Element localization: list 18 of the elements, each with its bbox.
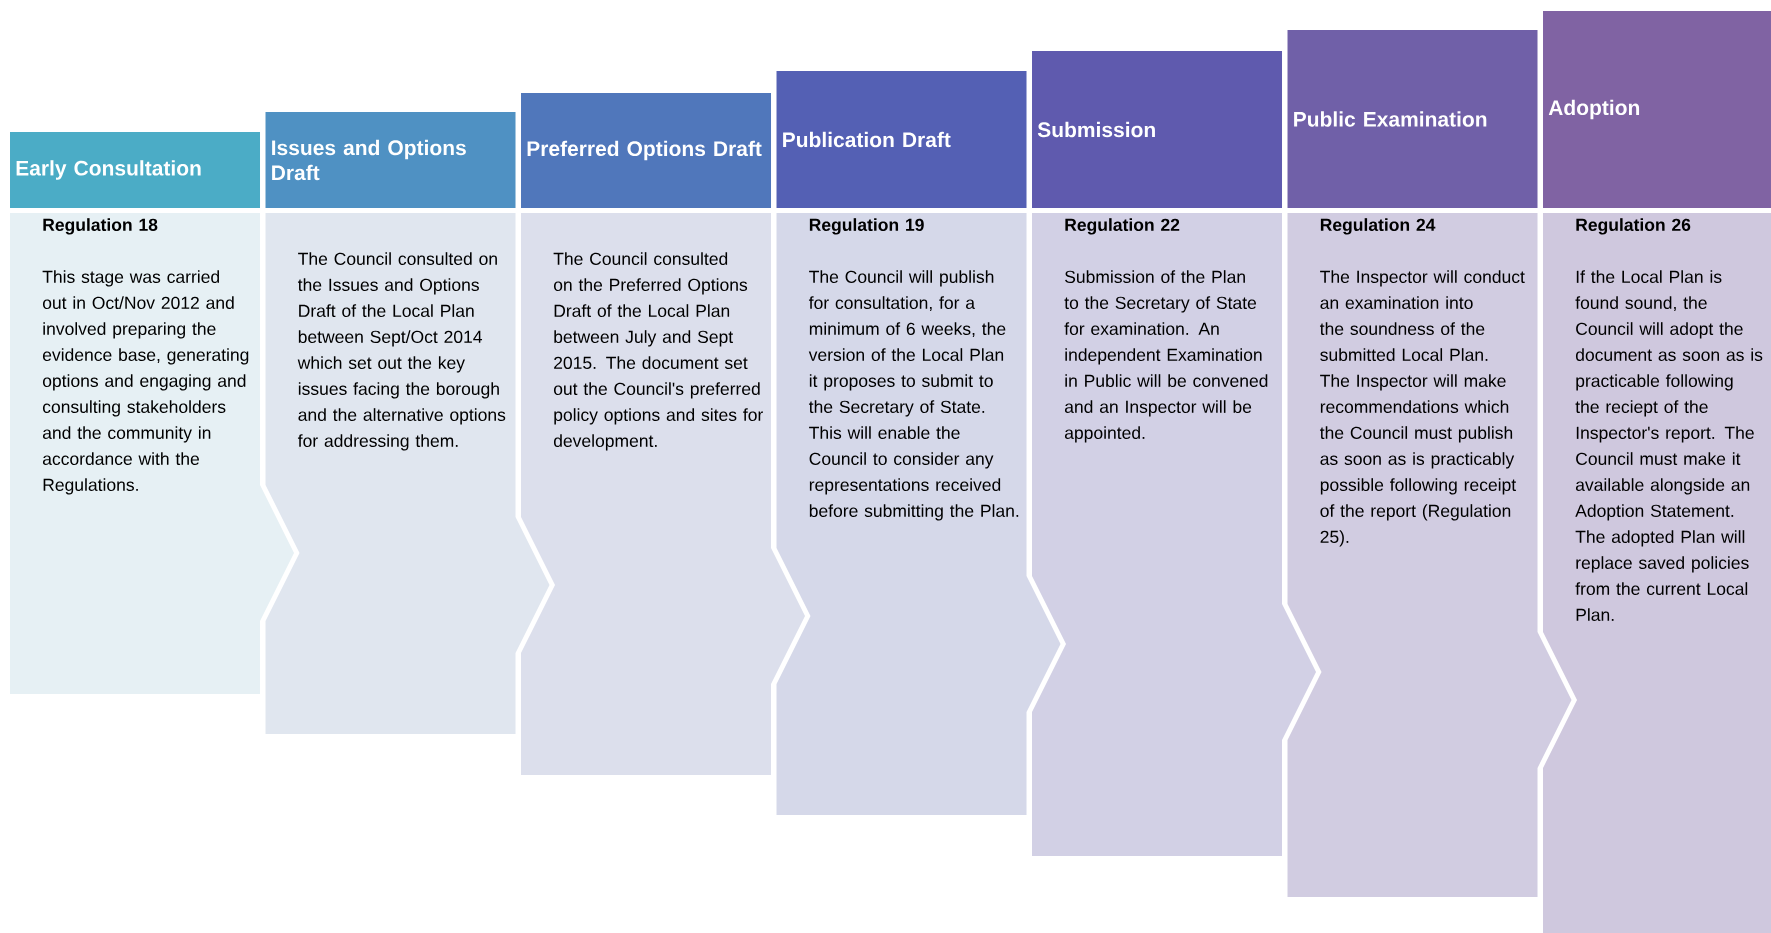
node-label: Submission of the Plan to the Secretary of State for examination. An independent Examination in Public will be convened and an Inspector will be appointed. <box>1064 270 1268 443</box>
chevron-box: The Council consulted on the Preferred Options Draft of the Local Plan between July and Sept 2015. The document set out the Council's preferred policy options and sites for development. <box>521 213 805 775</box>
node-label: Regulation 24 <box>1320 218 1436 235</box>
chevron-box: Regulation 18 This stage was carried out in Oct/Nov 2012 and involved preparing the evidence base, generating options and engaging and consulting stakeholders and the community in accordance with the Regulations. <box>10 213 294 694</box>
stage-header: Early Consultation <box>10 132 260 208</box>
stage-header: Public Examination <box>1287 30 1538 208</box>
node-label: The Inspector will conduct an examination into the soundness of the submitted Local Plan. The Inspector will make recommendations which the Council must publish as soon as is practicably possible following receipt of the report (Regulation 25). <box>1319 270 1525 547</box>
stage-header: Issues and Options Draft <box>265 112 516 208</box>
chevron-box: Regulation 24 The Inspector will conduct an examination into the soundness of the submitted Local Plan. The Inspector will make recommendations which the Council must publish as soon as is practicably possible following receipt of the report (Regulation 25). <box>1287 213 1572 897</box>
node-label: Regulation 22 <box>1065 218 1180 235</box>
chevron-box: The Council consulted on the Issues and Options Draft of the Local Plan between Sept/Oct 2014 which set out the key issues facing the borough and the alternative options for addressing them. <box>265 213 550 734</box>
stage-header: Adoption <box>1543 11 1771 208</box>
stage-header: Submission <box>1032 51 1282 208</box>
stage-header: Publication Draft <box>776 71 1027 208</box>
chevron-box: Regulation 22 Submission of the Plan to the Secretary of State for examination. An independent Examination in Public will be convened and an Inspector will be appointed. <box>1032 213 1316 856</box>
chevron-box: Regulation 26 If the Local Plan is found sound, the Council will adopt the document as soon as is practicable following the reciept of the Inspector's report. The Council must make it available alongside an Adoption Statement. The adopted Plan will replace saved policies from the current Local Plan. <box>1543 213 1771 933</box>
chevron-box: Regulation 19 The Council will publish for consultation, for a minimum of 6 weeks, the version of the Local Plan it proposes to submit to the Secretary of State. This will enable the Council to consider any representations received before submitting the Plan. <box>776 213 1061 815</box>
stage-header: Preferred Options Draft <box>521 93 771 208</box>
